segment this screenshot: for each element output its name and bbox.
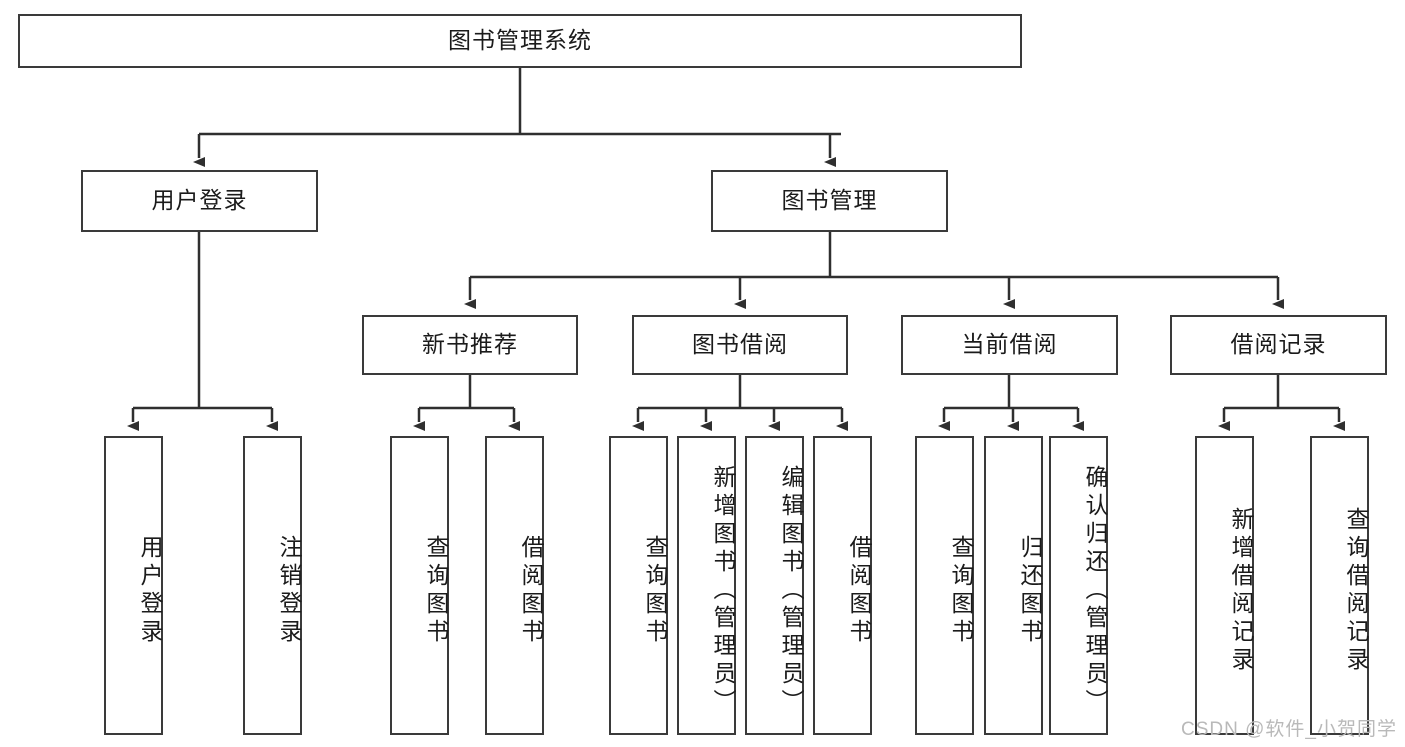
leaf-return-book[interactable]: 归还图书 (984, 436, 1043, 735)
leaf-borrow-book-recommend[interactable]: 借阅图书 (485, 436, 544, 735)
leaf-query-book-recommend[interactable]: 查询图书 (390, 436, 449, 735)
node-new-book-recommend[interactable]: 新书推荐 (362, 315, 578, 375)
node-current-borrow[interactable]: 当前借阅 (901, 315, 1118, 375)
leaf-query-book-borrow[interactable]: 查询图书 (609, 436, 668, 735)
leaf-borrow-book[interactable]: 借阅图书 (813, 436, 872, 735)
leaf-query-borrow-record[interactable]: 查询借阅记录 (1310, 436, 1369, 735)
node-book-borrow[interactable]: 图书借阅 (632, 315, 848, 375)
leaf-add-book-admin[interactable]: 新增图书（管理员） (677, 436, 736, 735)
node-user-login[interactable]: 用户登录 (81, 170, 318, 232)
node-root[interactable]: 图书管理系统 (18, 14, 1022, 68)
node-book-management[interactable]: 图书管理 (711, 170, 948, 232)
leaf-user-login[interactable]: 用户登录 (104, 436, 163, 735)
leaf-query-book-current[interactable]: 查询图书 (915, 436, 974, 735)
leaf-edit-book-admin[interactable]: 编辑图书（管理员） (745, 436, 804, 735)
node-borrow-record[interactable]: 借阅记录 (1170, 315, 1387, 375)
leaf-logout[interactable]: 注销登录 (243, 436, 302, 735)
leaf-confirm-return-admin[interactable]: 确认归还（管理员） (1049, 436, 1108, 735)
leaf-add-borrow-record[interactable]: 新增借阅记录 (1195, 436, 1254, 735)
